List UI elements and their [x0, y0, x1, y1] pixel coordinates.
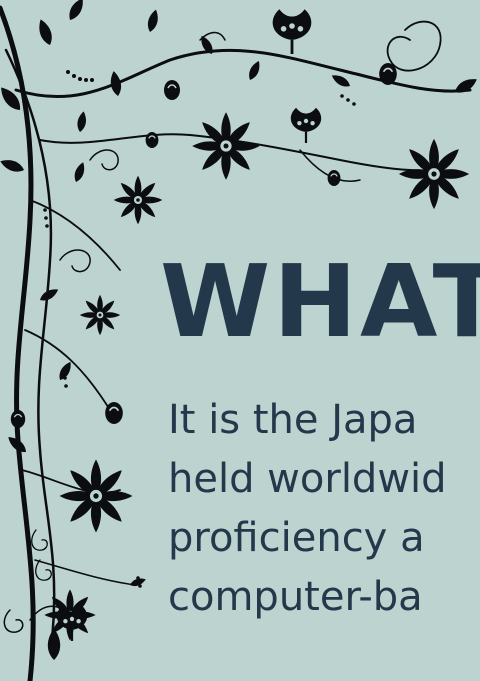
body-paragraph: It is the Japa held worldwid proficiency…	[168, 391, 447, 627]
body-line: It is the Japa	[168, 397, 418, 443]
body-line: computer-ba	[168, 574, 423, 620]
dot-cluster-icon	[43, 70, 356, 588]
body-line: proficiency a	[168, 515, 425, 561]
body-line: held worldwid	[168, 456, 447, 502]
page-heading: WHAT	[160, 243, 480, 360]
